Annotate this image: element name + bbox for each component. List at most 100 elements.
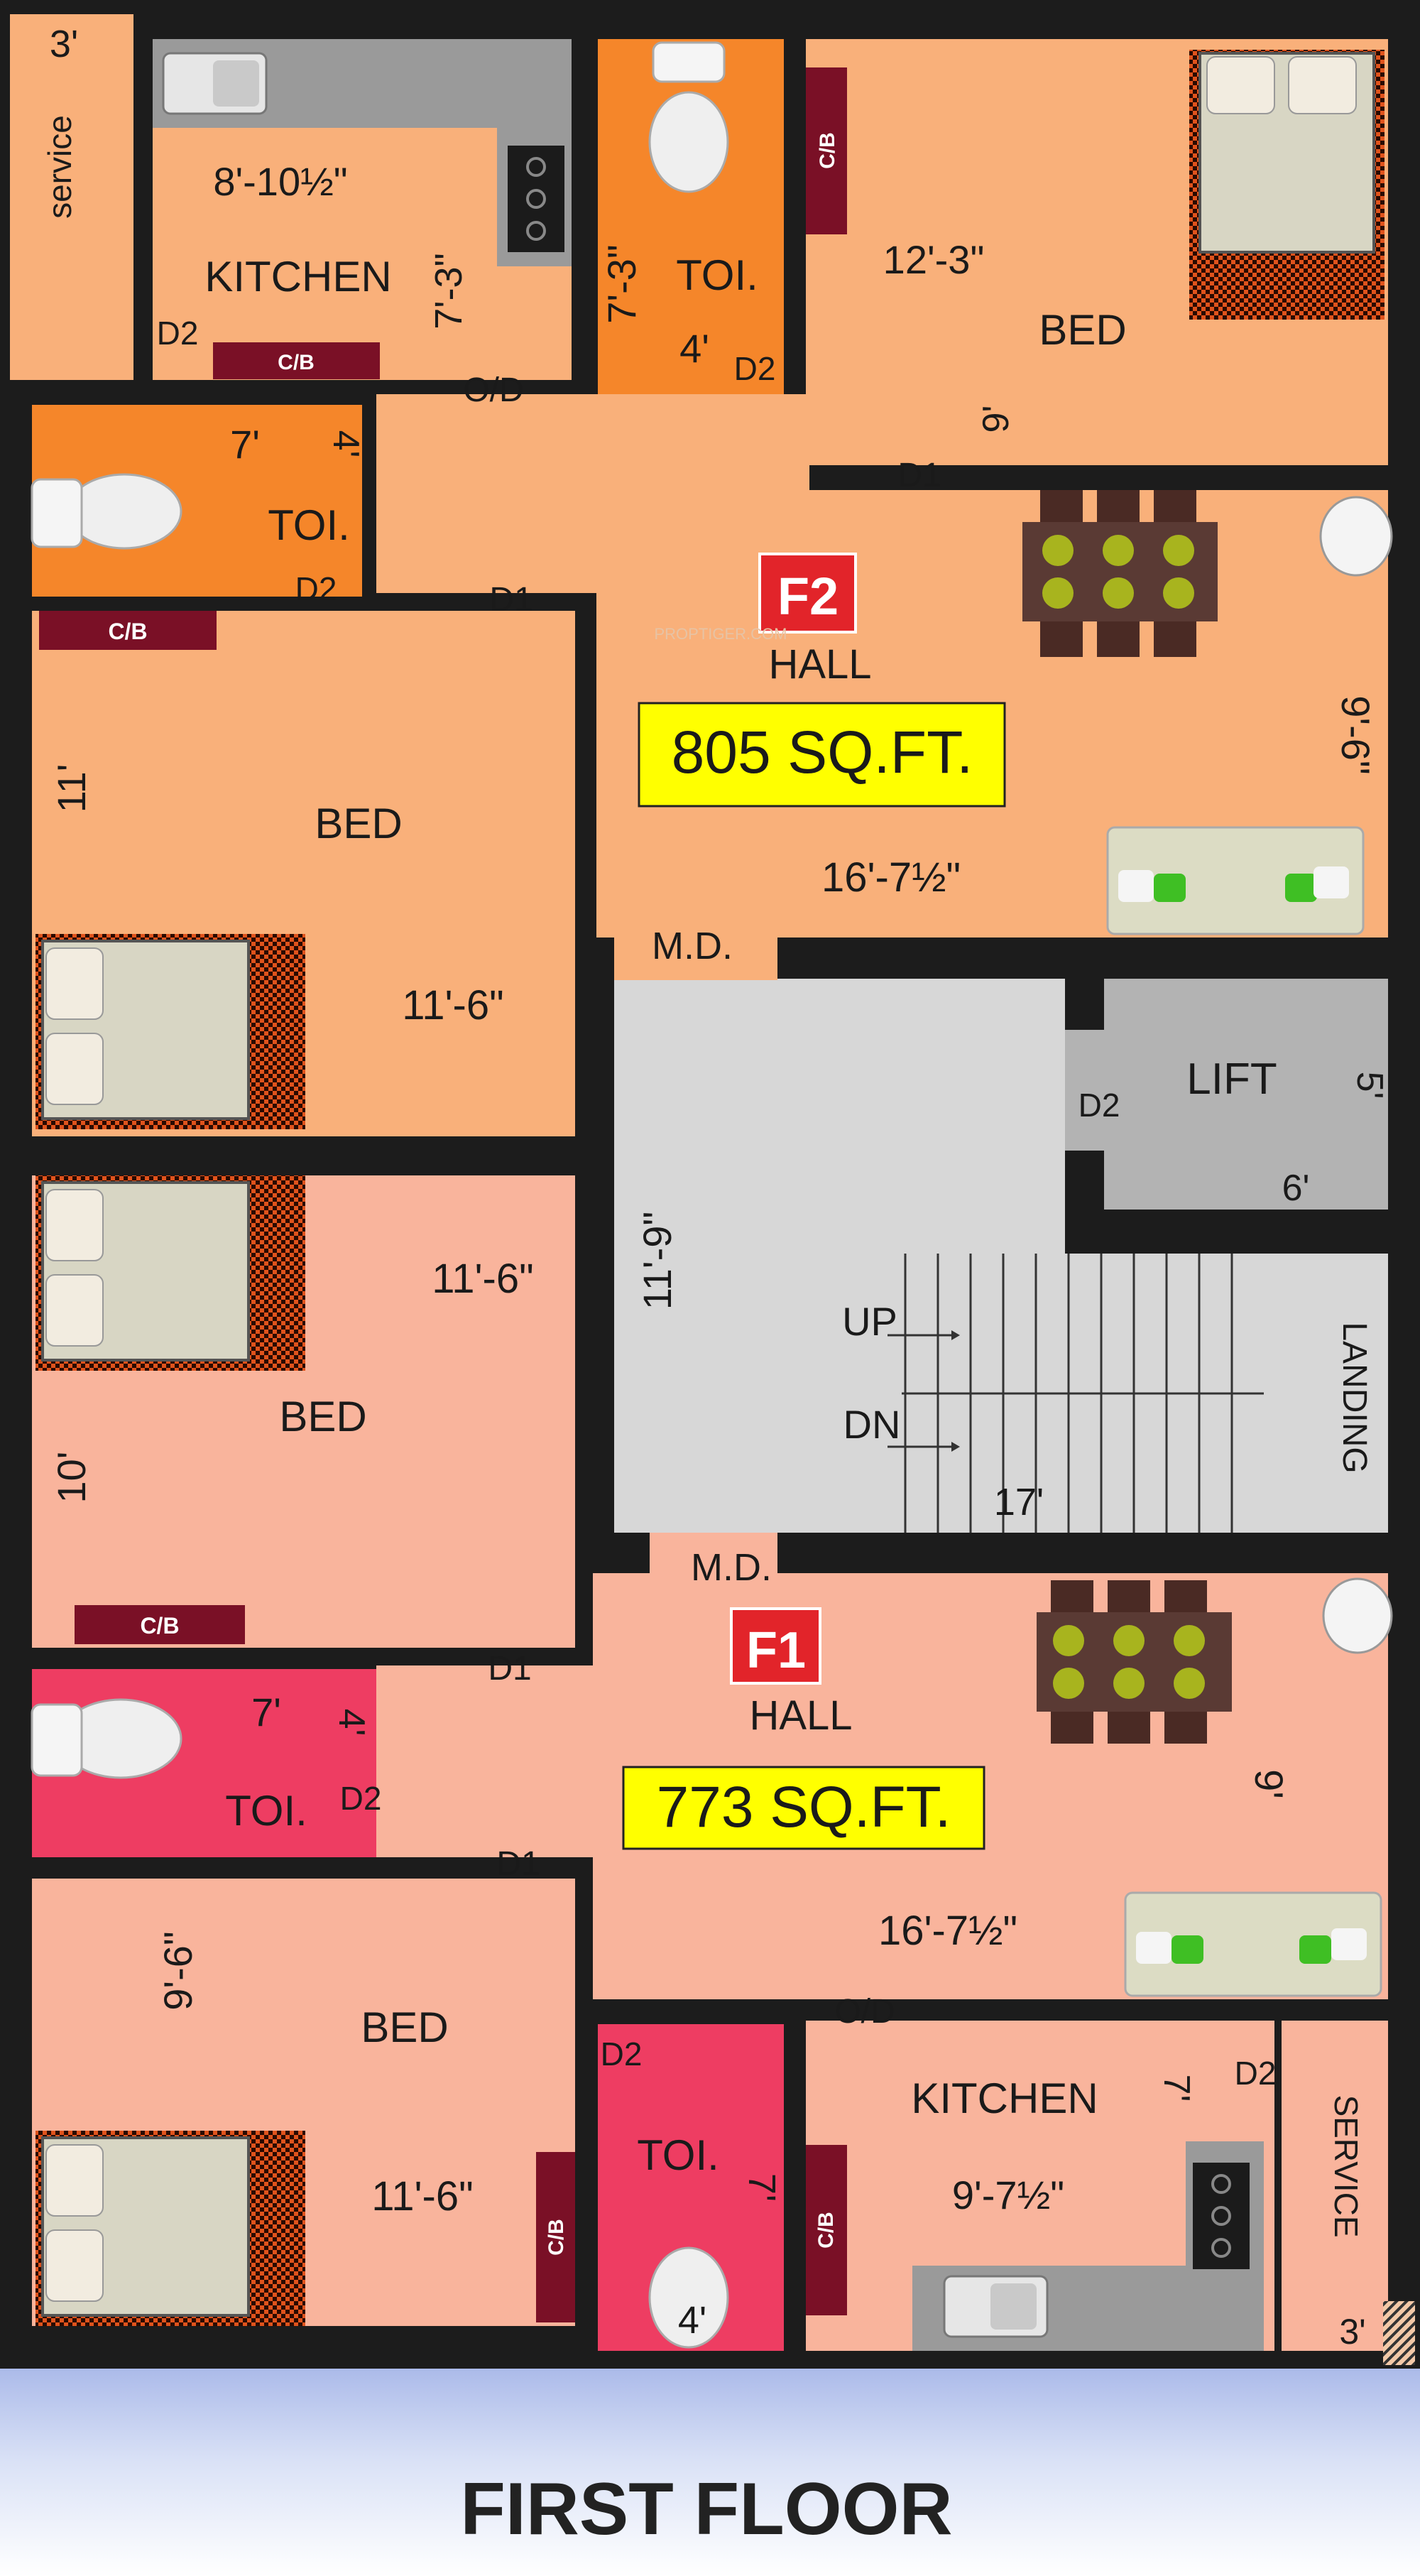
- f1-plate: [1053, 1625, 1084, 1656]
- f1-main-door-gap: [650, 1533, 777, 1575]
- f2-dining-chair: [1097, 618, 1140, 657]
- f1-toilet-bottom-width: 4': [678, 2299, 706, 2342]
- f1-plate: [1174, 1668, 1205, 1699]
- f1-burner: [1211, 2238, 1231, 2258]
- f2-main-door-gap: [614, 938, 777, 980]
- f1-kitchen-name: KITCHEN: [911, 2075, 1098, 2122]
- up-label: UP: [842, 1299, 897, 1344]
- f2-toilet-left-depth: 4': [325, 430, 366, 458]
- f1-sink-bowl: [990, 2283, 1037, 2330]
- f1-bed-top-name: BED: [279, 1393, 366, 1440]
- f2-md: M.D.: [652, 925, 733, 967]
- f2-toilet-left-seat: [66, 473, 182, 550]
- f1-cushion: [1331, 1928, 1367, 1960]
- f2-plate: [1042, 577, 1074, 609]
- f1-hall-name: HALL: [749, 1692, 852, 1739]
- f1-cb-bed-bottom: [536, 2152, 575, 2322]
- f2-unit-tag: [758, 553, 857, 634]
- f1-plate: [1113, 1668, 1145, 1699]
- f2-area-box: [638, 702, 1006, 808]
- landing-label: LANDING: [1336, 1322, 1373, 1473]
- f1-toilet-left-depth: 4': [331, 1709, 372, 1737]
- f2-cushion: [1154, 874, 1186, 902]
- f1-bed-bottom-name: BED: [361, 2004, 448, 2051]
- lift-width: 6': [1282, 1168, 1310, 1209]
- f2-hall-side: 9'-6": [1333, 695, 1378, 775]
- f1-kitchen-door: D2: [1235, 2055, 1277, 2092]
- f1-area-text: 773 SQ.FT.: [657, 1775, 951, 1839]
- f1-bed-top-width: 11'-6": [432, 1256, 533, 1302]
- f1-passage: [376, 1665, 604, 1857]
- f1-unit-tag-text: F1: [746, 1622, 806, 1679]
- f2-toilet-left-tank: [31, 478, 83, 548]
- f2-toilet-left-width: 7': [230, 422, 260, 467]
- f1-cb-kitchen-label: C/B: [814, 2212, 838, 2249]
- f2-kitchen-od: O/D: [463, 371, 523, 409]
- f1-cb-kitchen: [806, 2145, 847, 2315]
- f2-sink-bowl: [213, 60, 259, 107]
- f2-hall-dim: 16'-7½": [821, 854, 961, 901]
- f2-bed-right-door: D1: [897, 457, 941, 494]
- f2-toilet-top-height: 7'-3": [599, 244, 644, 324]
- f1-toilet-bottom-door: D2: [601, 2036, 643, 2072]
- f1-burner: [1211, 2206, 1231, 2226]
- f1-cushion: [1172, 1935, 1203, 1964]
- f1-cb-bed-bottom-label: C/B: [545, 2219, 568, 2256]
- f2-toilet-top-tank: [652, 41, 726, 83]
- f2-cushion: [1285, 874, 1317, 902]
- f1-service-room: [1282, 2021, 1388, 2351]
- f1-bed-top-pillow: [45, 1274, 104, 1347]
- stair-height: 11'-9": [635, 1212, 679, 1310]
- f2-plate: [1163, 577, 1194, 609]
- dn-arrow-head: [951, 1442, 960, 1452]
- f2-dining-chair: [1154, 618, 1196, 657]
- f2-cb-kitchen-label: C/B: [278, 351, 315, 374]
- landing-area: [1264, 1254, 1388, 1533]
- dn-label: DN: [843, 1402, 901, 1447]
- f1-sofa: [1124, 1891, 1382, 1997]
- f1-bed-bottom-door: D1: [496, 1845, 540, 1883]
- f1-bed-bottom-width: 11'-6": [371, 2173, 473, 2219]
- f2-bed-left-width: 11'-6": [402, 982, 503, 1028]
- f2-plate: [1163, 535, 1194, 566]
- f2-bed-right-width: 12'-3": [883, 237, 985, 282]
- f1-cb-bed-top: [75, 1605, 245, 1644]
- f2-kitchen-depth: 7'-3": [427, 253, 470, 330]
- f2-toilet-top-width: 4': [679, 326, 709, 371]
- f1-cb-bed-top-label: C/B: [140, 1613, 179, 1638]
- f2-burner: [526, 157, 546, 177]
- f1-toilet-left-width: 7': [251, 1690, 281, 1734]
- f1-bed-top-door: D1: [488, 1650, 531, 1688]
- f1-bed-top-depth: 10': [49, 1452, 94, 1504]
- f2-plate: [1103, 577, 1134, 609]
- f1-hall-side: 9': [1247, 1769, 1291, 1799]
- f2-cb-kitchen: [213, 342, 380, 379]
- f1-toilet-bottom-seat: [648, 2246, 729, 2349]
- f2-service-label: service: [41, 115, 78, 219]
- f2-dining-chair: [1040, 618, 1083, 657]
- f2-toilet-top-name: TOI.: [676, 251, 758, 299]
- f1-toilet-left-tank: [31, 1703, 83, 1777]
- f2-unit-tag-text: F2: [777, 567, 839, 626]
- f1-burner: [1211, 2174, 1231, 2194]
- f2-kitchen-name: KITCHEN: [204, 253, 391, 300]
- watermark: PROPTIGER.COM: [654, 625, 787, 643]
- f2-bed-right-pillow: [1206, 56, 1275, 114]
- f2-cushion: [1118, 870, 1154, 902]
- f1-stove: [1193, 2163, 1250, 2269]
- f2-bed-right-name: BED: [1039, 306, 1126, 354]
- f2-plate: [1103, 535, 1134, 566]
- f2-bed-left-pillow: [45, 1033, 104, 1105]
- f2-service-room: [10, 14, 133, 380]
- f1-toilet-left-door: D2: [340, 1780, 382, 1817]
- f2-toilet-top-door: D2: [734, 350, 776, 387]
- f2-bed-left-depth: 11': [49, 764, 94, 813]
- f1-service-label: SERVICE: [1328, 2094, 1365, 2237]
- lift-label: LIFT: [1186, 1055, 1277, 1104]
- f1-kitchen-depth: 7': [1156, 2075, 1197, 2102]
- f1-bed-bottom-pillow: [45, 2229, 104, 2302]
- plan-title: FIRST FLOOR: [460, 2468, 952, 2550]
- f2-bed-right-depth: 9': [976, 406, 1017, 433]
- f1-cushion: [1299, 1935, 1331, 1964]
